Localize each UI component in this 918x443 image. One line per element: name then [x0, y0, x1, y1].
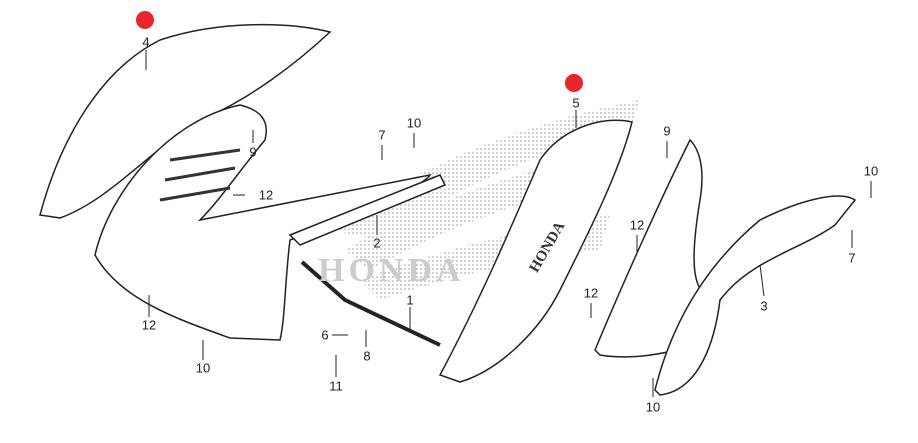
callout-12[interactable]: 12 [629, 217, 645, 233]
callout-10[interactable]: 10 [406, 115, 422, 131]
callout-10[interactable]: 10 [195, 360, 211, 376]
part-5-side-cover[interactable] [438, 119, 633, 383]
callout-4[interactable]: 4 [142, 34, 150, 50]
callout-3[interactable]: 3 [760, 298, 768, 314]
part-3-lower-cover[interactable] [654, 195, 857, 396]
callout-7[interactable]: 7 [378, 127, 386, 143]
callout-2[interactable]: 2 [373, 235, 381, 251]
callout-12[interactable]: 12 [583, 285, 599, 301]
honda-watermark-text: HONDA [318, 252, 465, 289]
cowl-vents [159, 148, 241, 202]
callout-7[interactable]: 7 [848, 250, 856, 266]
leader-lines [145, 50, 872, 397]
callout-8[interactable]: 8 [363, 348, 371, 364]
part-left-cowl[interactable] [94, 104, 432, 341]
callout-12[interactable]: 12 [141, 317, 157, 333]
callout-1[interactable]: 1 [406, 292, 414, 308]
callout-10[interactable]: 10 [863, 163, 879, 179]
part-2-bracket[interactable] [288, 174, 447, 246]
part-4-upper-cowl[interactable] [39, 23, 332, 219]
callout-11[interactable]: 11 [329, 378, 343, 394]
callout-10[interactable]: 10 [645, 399, 661, 415]
callout-6[interactable]: 6 [321, 327, 329, 343]
callout-5[interactable]: 5 [572, 95, 580, 111]
highlight-dot-part-4 [136, 11, 154, 29]
callout-9[interactable]: 9 [249, 144, 257, 160]
part-1-stay[interactable] [300, 260, 441, 347]
callout-12[interactable]: 12 [258, 187, 274, 203]
callout-9[interactable]: 9 [663, 123, 671, 139]
highlight-dot-part-5 [565, 74, 583, 92]
